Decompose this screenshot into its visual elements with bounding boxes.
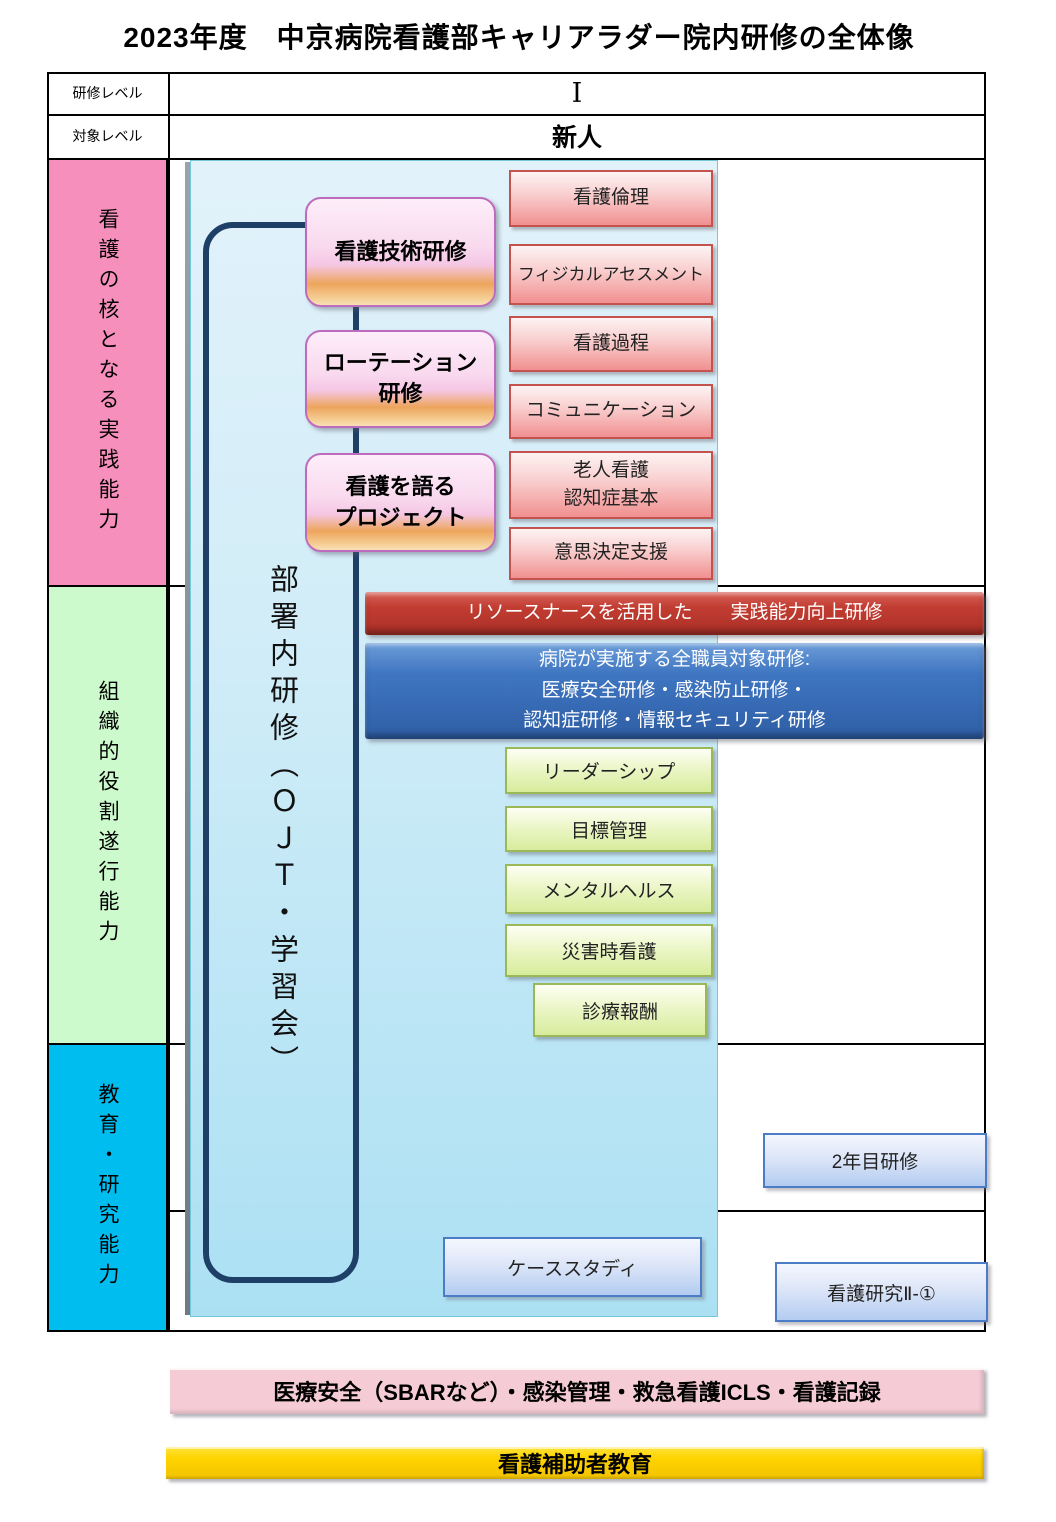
safety-banner: 医療安全（SBARなど）・感染管理・救急看護ICLS・看護記録	[170, 1368, 984, 1414]
training-level-label: 研修レベル	[72, 85, 143, 101]
table-line-column	[168, 72, 170, 1332]
second-year-training-box: 2年目研修	[763, 1133, 987, 1188]
category-cell-role: 組織的役割遂行能力	[47, 585, 168, 1045]
ojt-container: 部署内研修（ＯＪＴ・学習会）	[203, 222, 359, 1283]
training-level-value: Ⅰ	[571, 77, 583, 109]
role-box-leadership: リーダーシップ	[505, 747, 713, 794]
nursing-research-box: 看護研究Ⅱ-①	[775, 1262, 988, 1322]
target-level-value: 新人	[551, 124, 602, 152]
training-box-project: 看護を語る プロジェクト	[305, 453, 496, 552]
role-box-mental-health: メンタルヘルス	[505, 864, 713, 914]
ojt-label: 部署内研修（ＯＪＴ・学習会）	[265, 564, 298, 1082]
case-study-box: ケーススタディ	[443, 1237, 702, 1297]
category-label-role: 組織的役割遂行能力	[96, 680, 119, 950]
table-line-header1	[47, 114, 986, 116]
topic-box-communication: コミュニケーション	[509, 384, 713, 439]
target-level-label: 対象レベル	[72, 128, 143, 144]
topic-box-nursing-process: 看護過程	[509, 316, 713, 372]
assistant-education-banner: 看護補助者教育	[166, 1447, 984, 1479]
category-cell-practice: 看護の核となる実践能力	[47, 158, 168, 588]
page-title: 2023年度 中京病院看護部キャリアラダー院内研修の全体像	[123, 22, 915, 53]
table-line-header2	[47, 158, 986, 160]
topic-box-ethics: 看護倫理	[509, 170, 713, 227]
resource-nurse-banner: リソースナースを活用した 実践能力向上研修	[365, 592, 984, 635]
role-box-disaster-nursing: 災害時看護	[505, 924, 713, 977]
hospital-training-banner: 病院が実施する全職員対象研修: 医療安全研修・感染防止研修・ 認知症研修・情報セ…	[365, 643, 984, 739]
training-box-rotation: ローテーション 研修	[305, 330, 496, 428]
topic-box-decision-support: 意思決定支援	[509, 527, 713, 580]
category-cell-education: 教育・研究能力	[47, 1043, 168, 1332]
panel-shadow	[185, 162, 190, 1315]
topic-box-physical-assessment: フィジカルアセスメント	[509, 244, 713, 305]
category-label-practice: 看護の核となる実践能力	[96, 208, 119, 538]
category-label-education: 教育・研究能力	[96, 1082, 119, 1293]
training-box-skills: 看護技術研修	[305, 197, 496, 307]
role-box-goal-management: 目標管理	[505, 806, 713, 852]
role-box-medical-fees: 診療報酬	[533, 983, 707, 1037]
topic-box-elderly-dementia: 老人看護 認知症基本	[509, 451, 713, 519]
